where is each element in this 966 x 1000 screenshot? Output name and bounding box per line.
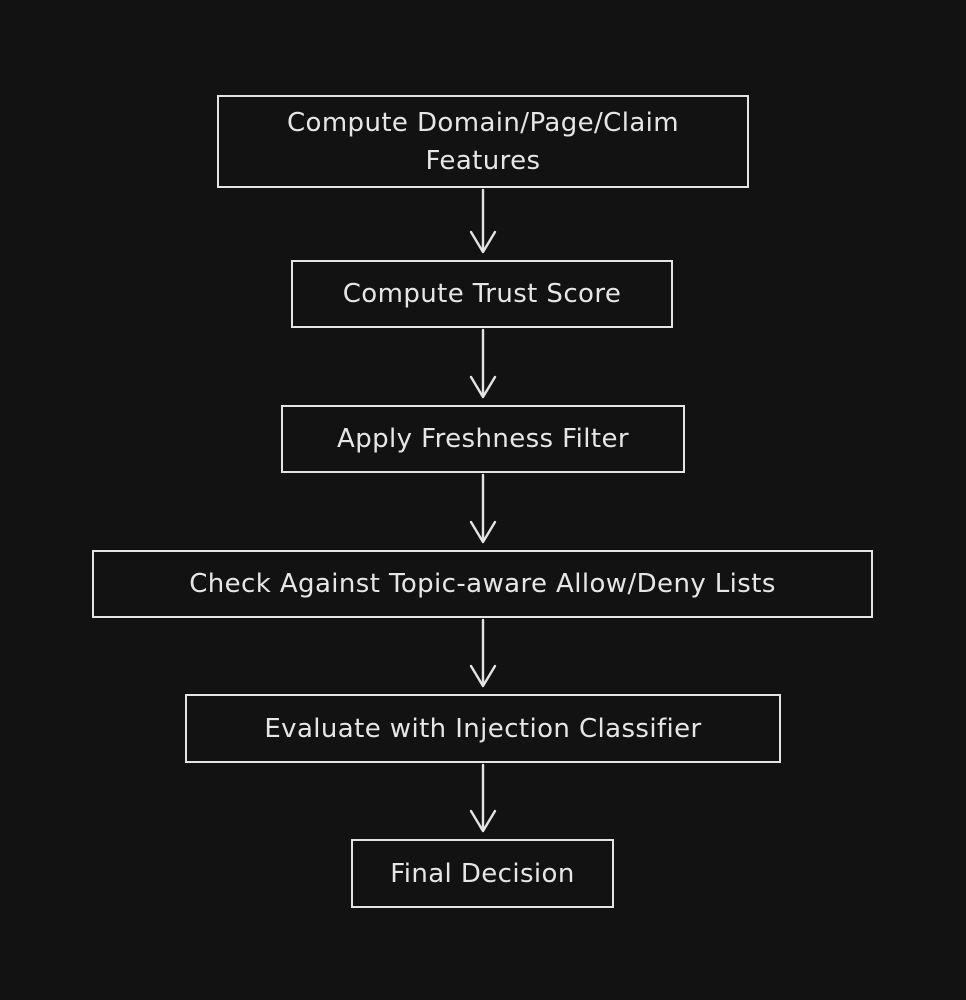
node-compute-trust-score: Compute Trust Score — [291, 260, 673, 328]
node-check-allow-deny-lists-label: Check Against Topic-aware Allow/Deny Lis… — [189, 569, 776, 599]
arrow-allow-deny-to-classifier — [469, 618, 497, 688]
node-compute-trust-score-label: Compute Trust Score — [342, 279, 622, 309]
node-evaluate-injection-classifier: Evaluate with Injection Classifier — [185, 694, 781, 763]
node-final-decision: Final Decision — [351, 839, 614, 908]
arrow-trust-score-to-freshness — [469, 328, 497, 399]
arrow-freshness-to-allow-deny — [469, 473, 497, 544]
node-compute-features: Compute Domain/Page/Claim Features — [217, 95, 749, 188]
node-apply-freshness-filter: Apply Freshness Filter — [281, 405, 685, 473]
node-apply-freshness-filter-label: Apply Freshness Filter — [337, 424, 629, 454]
node-final-decision-label: Final Decision — [390, 858, 575, 889]
node-check-allow-deny-lists: Check Against Topic-aware Allow/Deny Lis… — [92, 550, 873, 618]
arrow-classifier-to-final-decision — [469, 763, 497, 833]
node-evaluate-injection-classifier-label: Evaluate with Injection Classifier — [264, 713, 702, 744]
node-compute-features-line2: Features — [425, 145, 541, 176]
node-compute-features-label: Compute Domain/Page/Claim Features — [277, 104, 689, 180]
arrow-features-to-trust-score — [469, 188, 497, 254]
node-compute-features-line1: Compute Domain/Page/Claim — [286, 107, 680, 138]
